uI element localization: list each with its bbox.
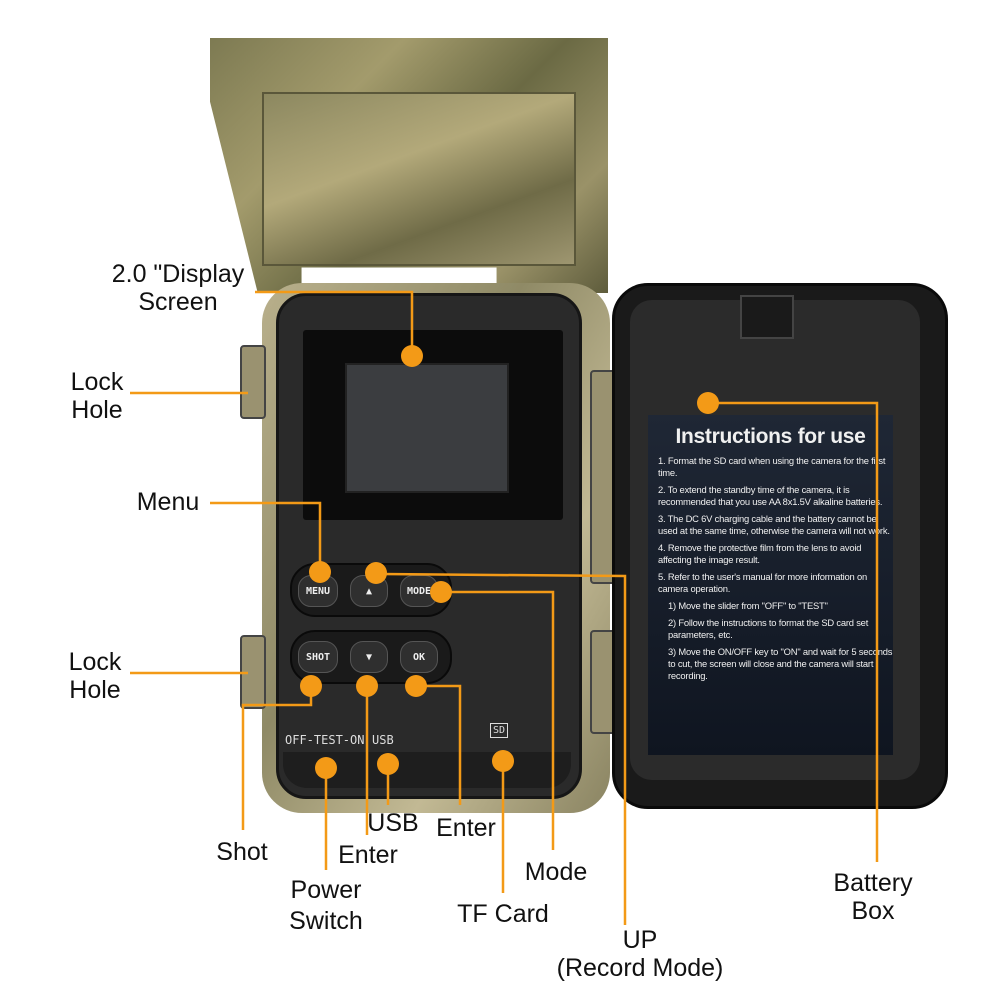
leader-display bbox=[255, 290, 414, 355]
instruction-subitem: 3) Move the ON/OFF key to "ON" and wait … bbox=[668, 646, 893, 681]
label-line: Lock bbox=[70, 368, 124, 396]
label-line: Box bbox=[851, 897, 895, 925]
label-usb: USB bbox=[367, 809, 419, 837]
instruction-subitem: 1) Move the slider from "OFF" to "TEST" bbox=[668, 600, 828, 611]
instruction-subitem: 2) Follow the instructions to format the… bbox=[668, 617, 869, 640]
label-shot: Shot bbox=[216, 838, 268, 866]
dot-power bbox=[315, 757, 337, 779]
instruction-item: 5. Refer to the user's manual for more i… bbox=[658, 571, 868, 594]
label-line: Switch bbox=[289, 907, 363, 935]
display-screen bbox=[345, 363, 509, 493]
sd-icon: SD bbox=[490, 723, 509, 738]
label-line: Lock bbox=[68, 648, 122, 676]
dot-display bbox=[401, 345, 423, 367]
instruction-item: 4. Remove the protective film from the l… bbox=[658, 542, 862, 565]
label-line: (Record Mode) bbox=[556, 954, 724, 982]
usb-silkscreen: USB bbox=[372, 733, 394, 747]
label-line: Battery bbox=[833, 869, 913, 897]
hinge bbox=[590, 370, 616, 584]
label-enter-ok: Enter bbox=[436, 814, 496, 842]
label-line: Hole bbox=[71, 396, 123, 424]
dot-down bbox=[356, 675, 378, 697]
label-display: 2.0 "Display Screen bbox=[112, 260, 245, 316]
label-line: Power bbox=[290, 876, 362, 904]
label-up: UP (Record Mode) bbox=[557, 926, 724, 982]
leader-mode bbox=[441, 590, 555, 850]
label-power-switch: Power Switch bbox=[289, 875, 363, 937]
dot-ok bbox=[405, 675, 427, 697]
leader-battery bbox=[708, 401, 879, 862]
instructions-sticker: Instructions for use 1. Format the SD ca… bbox=[648, 415, 893, 755]
label-mode: Mode bbox=[524, 858, 588, 886]
dot-up bbox=[365, 562, 387, 584]
down-button[interactable]: ▼ bbox=[350, 641, 388, 673]
label-tf-card: TF Card bbox=[457, 900, 549, 928]
label-line: Hole bbox=[69, 676, 121, 704]
dot-mode bbox=[430, 581, 452, 603]
instruction-item: 1. Format the SD card when using the cam… bbox=[658, 455, 886, 478]
leader-enter-ok bbox=[416, 684, 462, 805]
dot-tf bbox=[492, 750, 514, 772]
dot-usb bbox=[377, 753, 399, 775]
label-lock-hole-bottom: Lock Hole bbox=[69, 648, 122, 704]
label-battery-box: Battery Box bbox=[833, 869, 912, 925]
ok-button[interactable]: OK bbox=[400, 641, 438, 673]
label-line: 2.0 "Display bbox=[111, 260, 245, 288]
instructions-title: Instructions for use bbox=[675, 425, 866, 448]
label-menu: Menu bbox=[136, 488, 200, 516]
dot-menu bbox=[309, 561, 331, 583]
leader-shot bbox=[241, 686, 313, 830]
lock-hole-top bbox=[240, 345, 266, 419]
instruction-item: 2. To extend the standby time of the cam… bbox=[658, 484, 883, 507]
power-silkscreen: OFF-TEST-ON bbox=[285, 733, 365, 747]
label-line: UP bbox=[622, 926, 658, 954]
dot-battery bbox=[697, 392, 719, 414]
label-lock-hole-top: Lock Hole bbox=[71, 368, 124, 424]
door-latch bbox=[740, 295, 794, 339]
shot-button[interactable]: SHOT bbox=[298, 641, 338, 673]
instruction-item: 3. The DC 6V charging cable and the batt… bbox=[658, 513, 890, 536]
label-line: Screen bbox=[138, 288, 218, 316]
label-enter-down: Enter bbox=[338, 841, 398, 869]
dot-shot bbox=[300, 675, 322, 697]
visor-front bbox=[262, 92, 576, 266]
leader-menu bbox=[210, 501, 322, 572]
leader-up bbox=[375, 572, 627, 925]
